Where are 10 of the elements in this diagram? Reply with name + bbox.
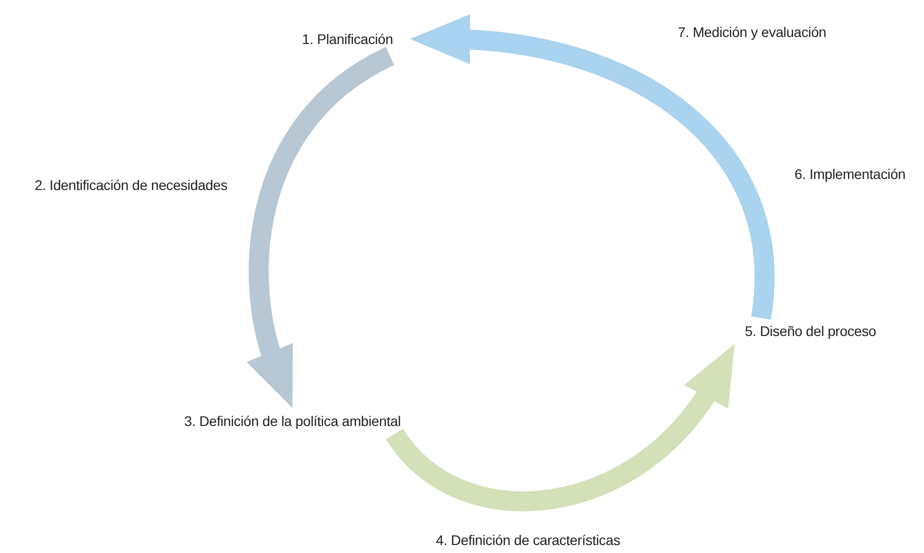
step-label: 5. Diseño del proceso: [744, 323, 876, 339]
curved-arrow: [247, 47, 395, 409]
curved-arrow: [386, 346, 738, 512]
step-label: 6. Implementación: [794, 166, 906, 182]
step-label: 2. Identificación de necesidades: [34, 177, 228, 193]
curved-arrow: [410, 15, 775, 319]
step-label: 3. Definición de la política ambiental: [184, 413, 401, 429]
step-label: 4. Definición de características: [436, 532, 620, 548]
step-label: 1. Planificación: [302, 31, 393, 47]
step-label: 7. Medición y evaluación: [678, 24, 826, 40]
